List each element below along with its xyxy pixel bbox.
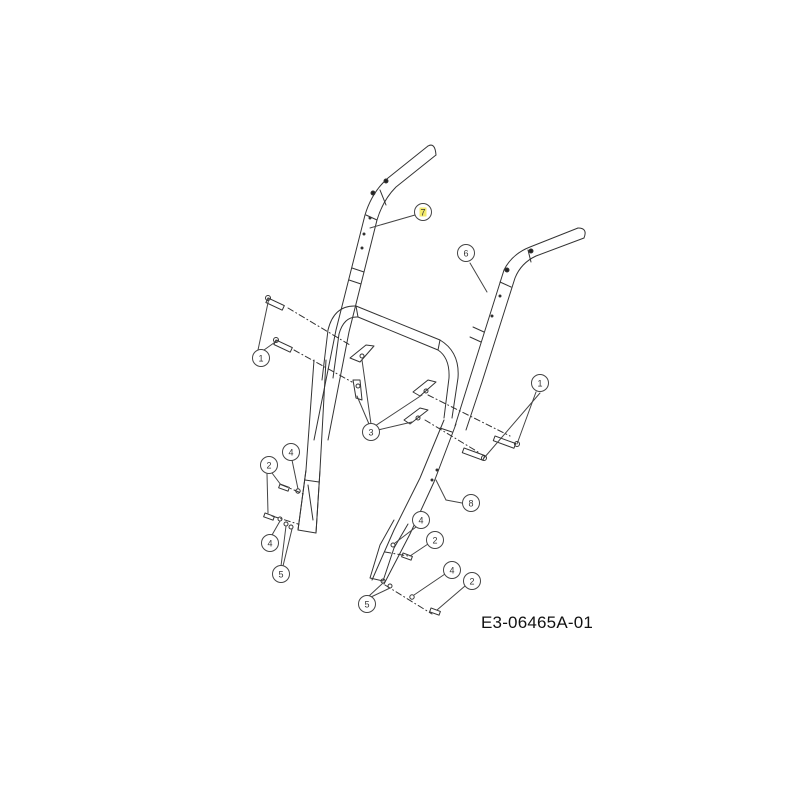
callout-2: 2 — [260, 456, 278, 474]
callout-label: 2 — [266, 461, 271, 471]
handle-knobs — [349, 344, 437, 425]
callout-label: 4 — [288, 448, 293, 458]
callout-4: 4 — [282, 443, 300, 461]
callout-6: 6 — [457, 244, 475, 262]
callout-1: 1 — [531, 374, 549, 392]
hardware — [263, 483, 441, 616]
callout-1: 1 — [252, 349, 270, 367]
callout-circle — [282, 443, 300, 461]
upper-cross-bar — [321, 305, 459, 419]
callout-label: 2 — [432, 536, 437, 546]
callout-label: 8 — [468, 499, 473, 509]
callout-2: 2 — [463, 572, 481, 590]
callout-circle — [457, 244, 475, 262]
callout-4: 4 — [443, 561, 461, 579]
callout-2: 2 — [426, 531, 444, 549]
alignment-lines — [271, 307, 511, 615]
callout-circle — [426, 531, 444, 549]
callout-circle — [462, 494, 480, 512]
callout-8: 8 — [462, 494, 480, 512]
left-lower-handle — [297, 359, 327, 534]
drawing-number: E3-06465A-01 — [481, 613, 594, 632]
callout-label: 5 — [364, 600, 369, 610]
right-lower-handle — [369, 419, 457, 585]
callout-circle — [261, 534, 279, 552]
callout-circle — [412, 511, 430, 529]
right-upper-handle — [454, 227, 586, 431]
callout-7: 7 — [414, 203, 432, 221]
callout-3: 3 — [362, 423, 380, 441]
callout-circle — [272, 565, 290, 583]
callout-circle — [252, 349, 270, 367]
callout-5: 5 — [358, 595, 376, 613]
callout-circle — [463, 572, 481, 590]
callout-label: 4 — [267, 539, 272, 549]
callout-label: 1 — [537, 379, 542, 389]
callout-label: 6 — [463, 249, 468, 259]
callout-circle — [260, 456, 278, 474]
callout-5: 5 — [272, 565, 290, 583]
callout-label: 1 — [258, 354, 263, 364]
callout-circle — [443, 561, 461, 579]
callout-4: 4 — [261, 534, 279, 552]
callout-circle — [362, 423, 380, 441]
callout-label: 4 — [449, 566, 454, 576]
left-upper-handle — [313, 144, 437, 441]
callout-label: 3 — [368, 428, 373, 438]
callout-label: 2 — [469, 577, 474, 587]
callout-circle — [531, 374, 549, 392]
callout-label: 7 — [420, 208, 425, 218]
highlight-marker — [419, 207, 427, 217]
callout-4: 4 — [412, 511, 430, 529]
leader-lines — [257, 214, 541, 611]
callout-circle — [358, 595, 376, 613]
callout-label: 4 — [418, 516, 423, 526]
callout-label: 5 — [278, 570, 283, 580]
